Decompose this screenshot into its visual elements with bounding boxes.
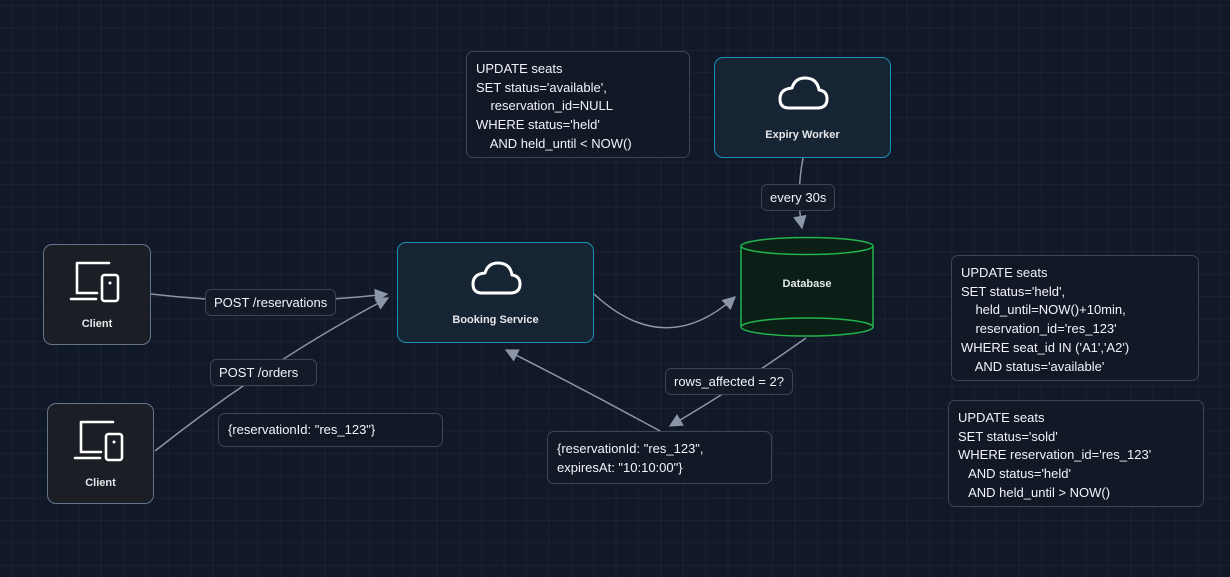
cloud-icon: [775, 74, 831, 119]
expiry-worker-node[interactable]: Expiry Worker: [714, 57, 891, 158]
booking-service-label: Booking Service: [452, 314, 539, 326]
note-order-payload: {reservationId: "res_123"}: [218, 413, 443, 447]
note-hold-sql: UPDATE seats SET status='held', held_unt…: [951, 255, 1199, 381]
expiry-worker-label: Expiry Worker: [765, 129, 840, 141]
database-node[interactable]: Database: [739, 236, 875, 339]
edge-label-every-30s: every 30s: [761, 184, 836, 211]
client-node-top[interactable]: Client: [43, 244, 151, 345]
edge-label-post-orders: POST /orders: [210, 359, 317, 386]
client-node-label: Client: [85, 477, 116, 489]
database-label: Database: [782, 278, 832, 290]
edge-label-rows-affected: rows_affected = 2?: [665, 368, 793, 395]
note-sold-sql: UPDATE seats SET status='sold' WHERE res…: [948, 400, 1204, 507]
client-node-bottom[interactable]: Client: [47, 403, 154, 504]
edge-label-post-reservations: POST /reservations: [205, 289, 337, 316]
booking-service-node[interactable]: Booking Service: [397, 242, 594, 343]
cloud-icon: [468, 259, 524, 304]
devices-icon: [73, 418, 129, 467]
edge-booking-to-database: [593, 293, 737, 329]
cylinder-icon: [740, 236, 874, 337]
note-reservation-response: {reservationId: "res_123", expiresAt: "1…: [547, 431, 772, 484]
edge-response-to-booking: [504, 349, 661, 432]
client-node-label: Client: [81, 318, 113, 330]
devices-icon: [69, 259, 125, 308]
note-expiry-sql: UPDATE seats SET status='available', res…: [466, 51, 690, 158]
